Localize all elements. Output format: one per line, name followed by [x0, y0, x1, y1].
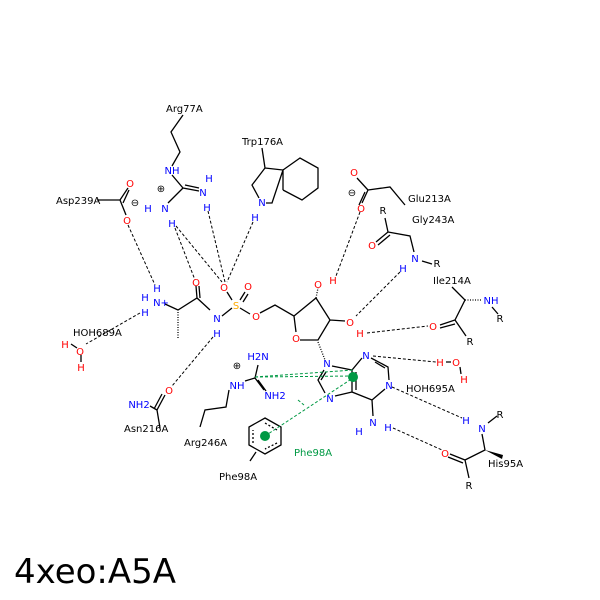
atom-o: O: [123, 216, 131, 227]
atom-h: H: [399, 264, 407, 275]
atom-r: R: [466, 481, 473, 492]
atom-r: R: [434, 259, 441, 270]
atom-labels: NH ⊕ N H H H N H O O ⊖ N H H H N+ H O N …: [61, 166, 503, 492]
atom-h: H: [203, 203, 211, 214]
atom-h: H: [462, 416, 470, 427]
label-hoh695[interactable]: HOH695A: [406, 384, 455, 395]
charge-minus: ⊖: [131, 198, 139, 209]
atom-r: R: [497, 314, 504, 325]
atom-s: S: [233, 301, 239, 312]
atom-n: N: [323, 359, 330, 370]
pi-centroid-adenine: [348, 372, 358, 382]
atom-h: H: [436, 358, 444, 369]
atom-h: H: [384, 423, 392, 434]
atom-o: O: [165, 386, 173, 397]
label-phe98-pi[interactable]: Phe98A: [294, 448, 332, 459]
atom-h2n: H2N: [247, 352, 268, 363]
label-asn216[interactable]: Asn216A: [124, 424, 168, 435]
label-ile214[interactable]: Ile214A: [433, 276, 471, 287]
atom-h: H: [205, 174, 213, 185]
label-gly243[interactable]: Gly243A: [412, 215, 455, 226]
atom-n: N: [199, 188, 206, 199]
atom-o: O: [292, 334, 300, 345]
atom-h: H: [251, 213, 259, 224]
atom-o: O: [346, 318, 354, 329]
atom-n: N: [369, 418, 376, 429]
atom-o: O: [357, 204, 365, 215]
label-arg77[interactable]: Arg77A: [166, 104, 203, 115]
atom-h: H: [168, 219, 176, 230]
atom-o: O: [126, 179, 134, 190]
atom-h: H: [355, 427, 363, 438]
atom-r: R: [467, 337, 474, 348]
atom-n: N: [385, 381, 392, 392]
atom-nh: NH: [165, 166, 180, 177]
atom-r: R: [497, 410, 504, 421]
atom-h: H: [77, 363, 85, 374]
atom-h: H: [460, 375, 468, 386]
label-arg246[interactable]: Arg246A: [184, 438, 227, 449]
label-asp239[interactable]: Asp239A: [56, 196, 100, 207]
atom-nh2: NH2: [264, 391, 285, 402]
atom-o: O: [76, 347, 84, 358]
atom-n: N: [411, 254, 418, 265]
pi-interactions: [254, 369, 358, 441]
atom-nh: NH: [484, 296, 499, 307]
atom-o: O: [350, 168, 358, 179]
atom-o: O: [220, 283, 228, 294]
label-his95[interactable]: His95A: [488, 459, 523, 470]
label-phe98[interactable]: Phe98A: [219, 472, 257, 483]
atom-n: N: [161, 204, 168, 215]
atom-o: O: [441, 449, 449, 460]
label-glu213[interactable]: Glu213A: [408, 194, 451, 205]
atom-o: O: [314, 280, 322, 291]
atom-h: H: [329, 276, 337, 287]
atom-h: H: [213, 329, 221, 340]
atom-o: O: [452, 358, 460, 369]
atom-n-plus: N+: [153, 298, 169, 309]
charge-plus: ⊕: [157, 184, 165, 195]
atom-n: N: [258, 198, 265, 209]
atom-o: O: [368, 241, 376, 252]
hydrogen-bonds: [85, 210, 463, 451]
charge-plus: ⊕: [233, 361, 241, 372]
atom-o: O: [252, 312, 260, 323]
page-title: 4xeo:A5A: [14, 552, 177, 592]
charge-minus: ⊖: [348, 188, 356, 199]
atom-n: N: [478, 424, 485, 435]
atom-r: R: [380, 206, 387, 217]
atom-h: H: [144, 204, 152, 215]
label-trp176[interactable]: Trp176A: [241, 137, 283, 148]
atom-h: H: [153, 284, 161, 295]
atom-h: H: [356, 329, 364, 340]
atom-o: O: [429, 322, 437, 333]
label-hoh689[interactable]: HOH689A: [73, 328, 122, 339]
atom-o: O: [192, 278, 200, 289]
atom-n: N: [326, 394, 333, 405]
pi-centroid-phe98: [260, 431, 270, 441]
atom-nh: NH: [230, 381, 245, 392]
atom-nh2: NH2: [128, 400, 149, 411]
atom-h: H: [61, 340, 69, 351]
atom-h: H: [141, 293, 149, 304]
residue-labels: Arg77A Trp176A Asp239A Glu213A Gly243A I…: [56, 104, 523, 483]
atom-o: O: [244, 282, 252, 293]
atom-h: H: [141, 308, 149, 319]
atom-n: N: [362, 351, 369, 362]
atom-n: N: [213, 314, 220, 325]
